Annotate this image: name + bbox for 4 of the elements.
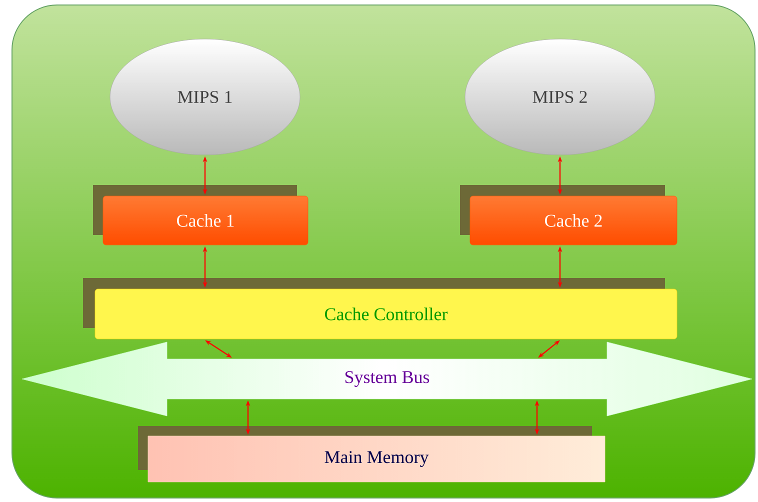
memory-box: Main Memory	[148, 436, 606, 482]
controller-box: Cache Controller	[94, 288, 678, 340]
cache-box: Cache 2	[470, 196, 678, 246]
cache-box: Cache 1	[102, 196, 308, 246]
